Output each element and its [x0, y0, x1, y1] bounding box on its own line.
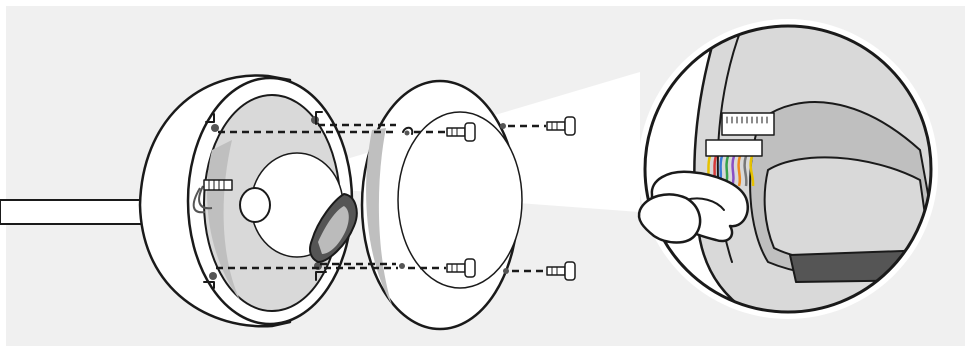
magnifier-icon [638, 19, 938, 319]
screw-icon [446, 116, 576, 281]
cover-plate-icon [360, 79, 523, 331]
connector-icon [203, 179, 233, 191]
junction-box-icon [138, 74, 358, 328]
wire [737, 155, 742, 187]
cable-icon [0, 199, 151, 225]
wire [749, 155, 755, 187]
wire [743, 155, 748, 187]
alignment-guides [216, 123, 546, 273]
wire [730, 155, 736, 187]
hand-icon [637, 139, 763, 244]
